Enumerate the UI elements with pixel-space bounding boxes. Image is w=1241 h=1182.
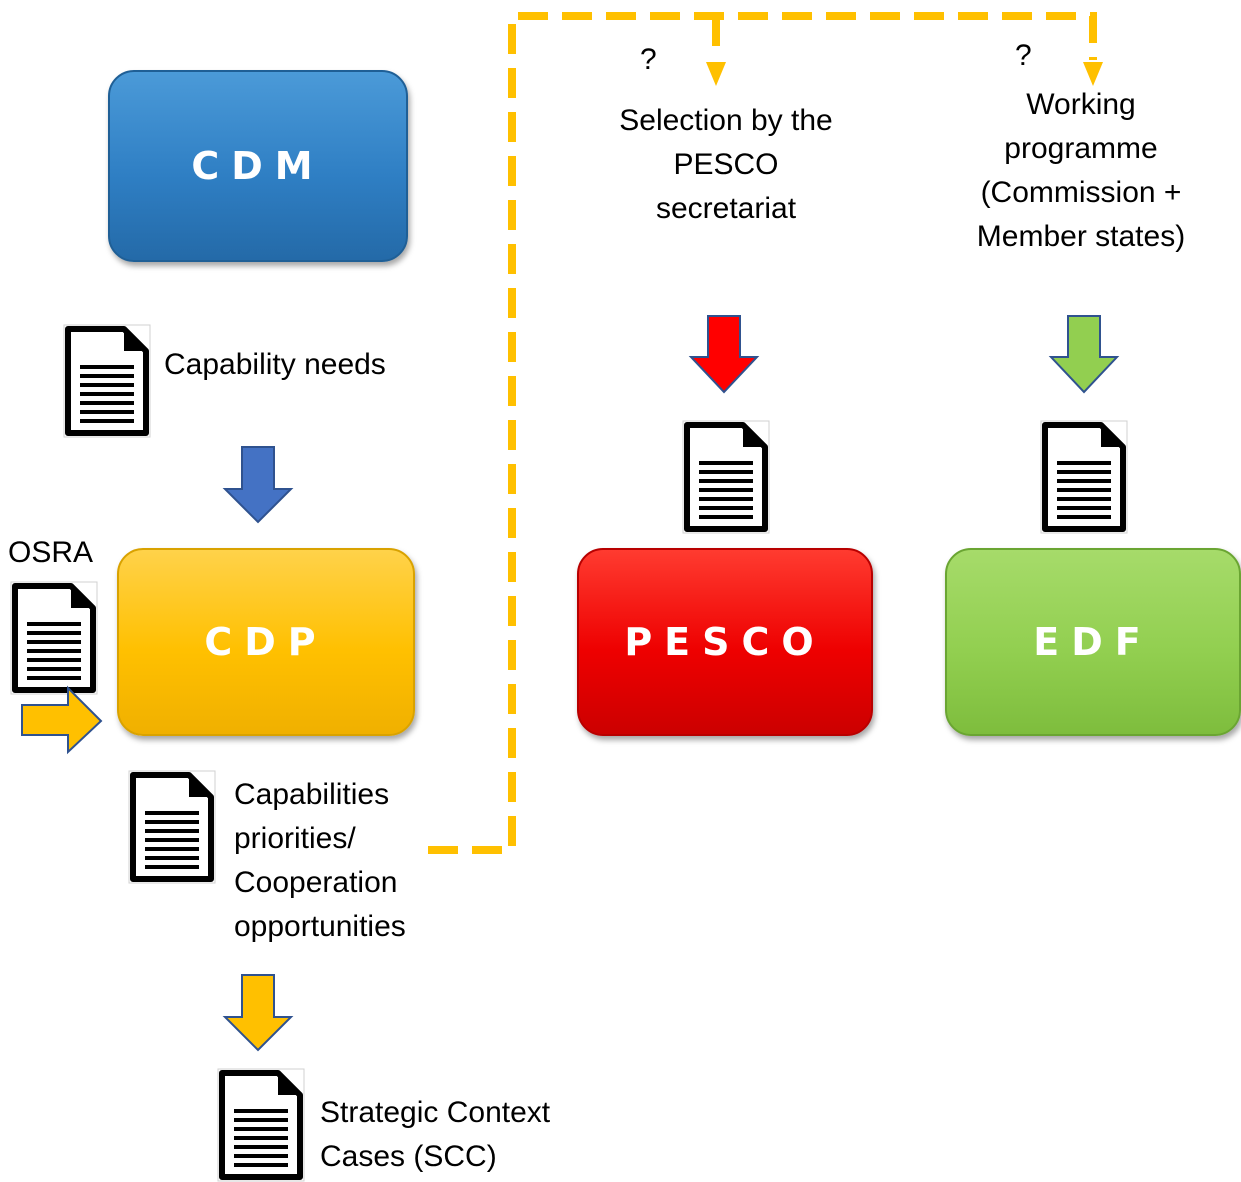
cdp-box: CDP [117, 548, 415, 736]
arrow-down-icon [706, 62, 726, 86]
osra-label: OSRA [8, 536, 94, 569]
scc-label: Strategic Context Cases (SCC) [320, 1091, 550, 1179]
text-line: secretariat [655, 192, 797, 225]
text-line: Cases (SCC) [320, 1140, 497, 1173]
document-icon [63, 324, 151, 438]
cdm-box: CDM [108, 70, 408, 262]
document-icon [1040, 420, 1128, 534]
pesco-box: PESCO [577, 548, 873, 736]
pesco-selection-label: Selection by the PESCO secretariat [596, 99, 856, 231]
document-icon [217, 1068, 305, 1182]
capability-needs-label: Capability needs [164, 348, 386, 381]
question-mark-2: ? [1015, 39, 1032, 72]
arrow-right-icon [21, 685, 103, 755]
document-icon [10, 581, 98, 695]
capabilities-priorities-label: Capabilities priorities/ Cooperation opp… [234, 773, 406, 949]
text-line: priorities/ [234, 822, 356, 855]
edf-label: EDF [1033, 620, 1153, 664]
arrow-down-icon [1048, 315, 1120, 394]
text-line: Cooperation [234, 866, 398, 899]
text-line: Selection by the [619, 104, 833, 137]
arrow-down-icon [222, 974, 294, 1052]
question-mark-1: ? [640, 43, 657, 76]
text-line: (Commission + [980, 176, 1182, 209]
pesco-label: PESCO [624, 620, 826, 664]
cdm-label: CDM [191, 144, 325, 188]
working-programme-label: Working programme (Commission + Member s… [950, 83, 1212, 259]
text-line: Member states) [976, 220, 1186, 253]
cdp-label: CDP [204, 620, 328, 664]
document-icon [682, 420, 770, 534]
text-line: Capabilities [234, 778, 390, 811]
arrow-down-icon [688, 315, 760, 394]
arrow-down-icon [222, 446, 294, 524]
arrow-down-icon [1083, 62, 1103, 86]
dashed-connector-line [428, 12, 1097, 854]
text-line: PESCO [673, 148, 779, 181]
text-line: opportunities [234, 910, 406, 943]
edf-box: EDF [945, 548, 1241, 736]
text-line: Strategic Context [320, 1096, 551, 1129]
text-line: Working [1026, 88, 1136, 121]
document-icon [128, 770, 216, 884]
text-line: programme [1004, 132, 1158, 165]
